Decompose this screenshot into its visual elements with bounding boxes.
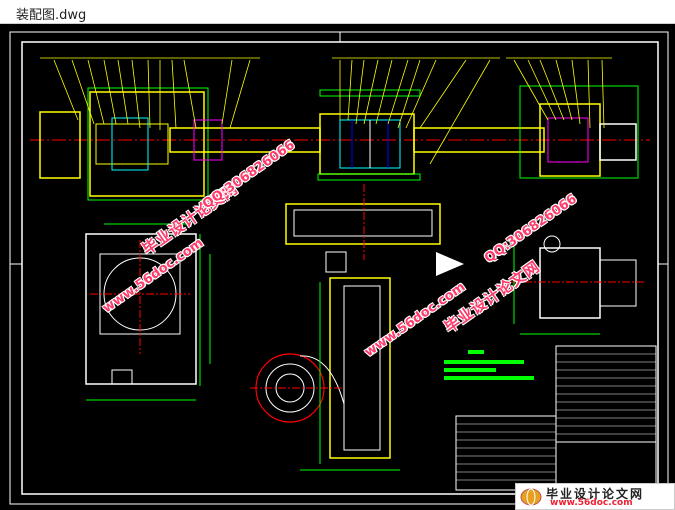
window-title: 装配图.dwg: [16, 8, 87, 23]
outer-frame: [9, 31, 669, 505]
shaft-assembly: [30, 85, 650, 201]
brand-logo-box: 毕业设计论文网 www.56doc.com: [515, 483, 675, 510]
brand-url-text: www.56doc.com: [550, 498, 633, 508]
trough-section: [285, 184, 441, 273]
brand-globe-icon: [520, 488, 542, 506]
left-flange-view: [85, 223, 211, 401]
brand-cn-text: 毕业设计论文网: [546, 487, 645, 501]
part-leaders: [53, 59, 605, 165]
tech-notes: [444, 350, 534, 380]
cad-drawing: [9, 31, 669, 505]
right-end-view: [510, 235, 646, 335]
view-arrow: [436, 252, 464, 276]
drawing-canvas[interactable]: 毕业设计论文网 www.56doc.com QQ:306826066 毕业设计论…: [0, 24, 675, 510]
window-titlebar: 装配图.dwg: [0, 0, 675, 24]
bracket-view: [250, 277, 400, 471]
